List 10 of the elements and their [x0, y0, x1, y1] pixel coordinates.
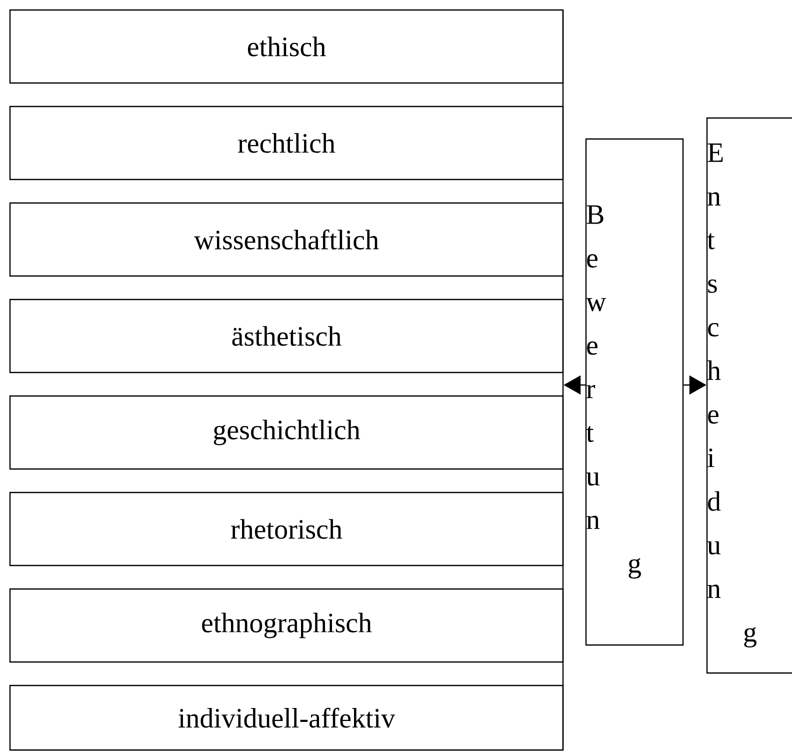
category-box: ethisch — [9, 9, 564, 84]
category-box: ethnographisch — [9, 588, 564, 663]
category-box: rhetorisch — [9, 492, 564, 566]
category-box: geschichtlich — [9, 395, 564, 470]
vertical-text-box: Bewertung — [585, 138, 684, 646]
category-box: individuell-affektiv — [9, 684, 564, 751]
category-box: rechtlich — [9, 106, 564, 180]
vertical-text-box: Entscheidung — [706, 117, 792, 674]
category-box: wissenschaftlich — [9, 202, 564, 277]
category-box: ästhetisch — [9, 298, 564, 374]
